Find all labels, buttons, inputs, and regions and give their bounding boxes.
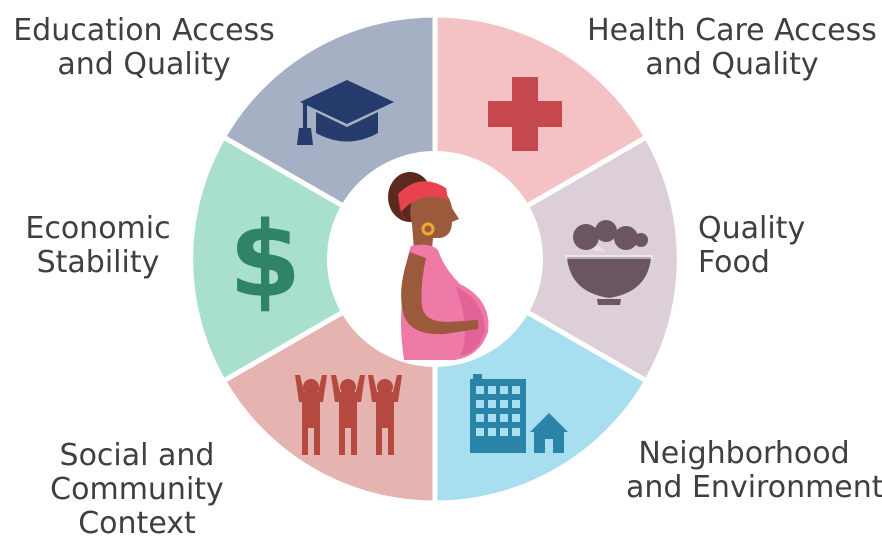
food-bowl-icon [565, 220, 653, 305]
people-group-icon [295, 375, 402, 455]
graduation-cap-icon [297, 80, 394, 145]
label-quality-food: Quality Food [698, 211, 806, 280]
pregnant-woman-icon [388, 172, 489, 360]
segment-food [429, 133, 682, 385]
label-health-care: Health Care Access and Quality [587, 13, 877, 82]
label-education: Education Access and Quality [13, 13, 275, 82]
buildings-house-icon [470, 374, 568, 453]
medical-cross-icon [488, 77, 562, 151]
label-neighborhood: Neighborhood and Environment [626, 436, 882, 505]
segment-economic [188, 133, 441, 385]
dollar-sign-icon: $ [229, 199, 301, 321]
svg-text:$: $ [229, 199, 301, 321]
label-social-community: Social and Community Context [50, 438, 224, 537]
label-economic-stability: Economic Stability [25, 211, 171, 280]
